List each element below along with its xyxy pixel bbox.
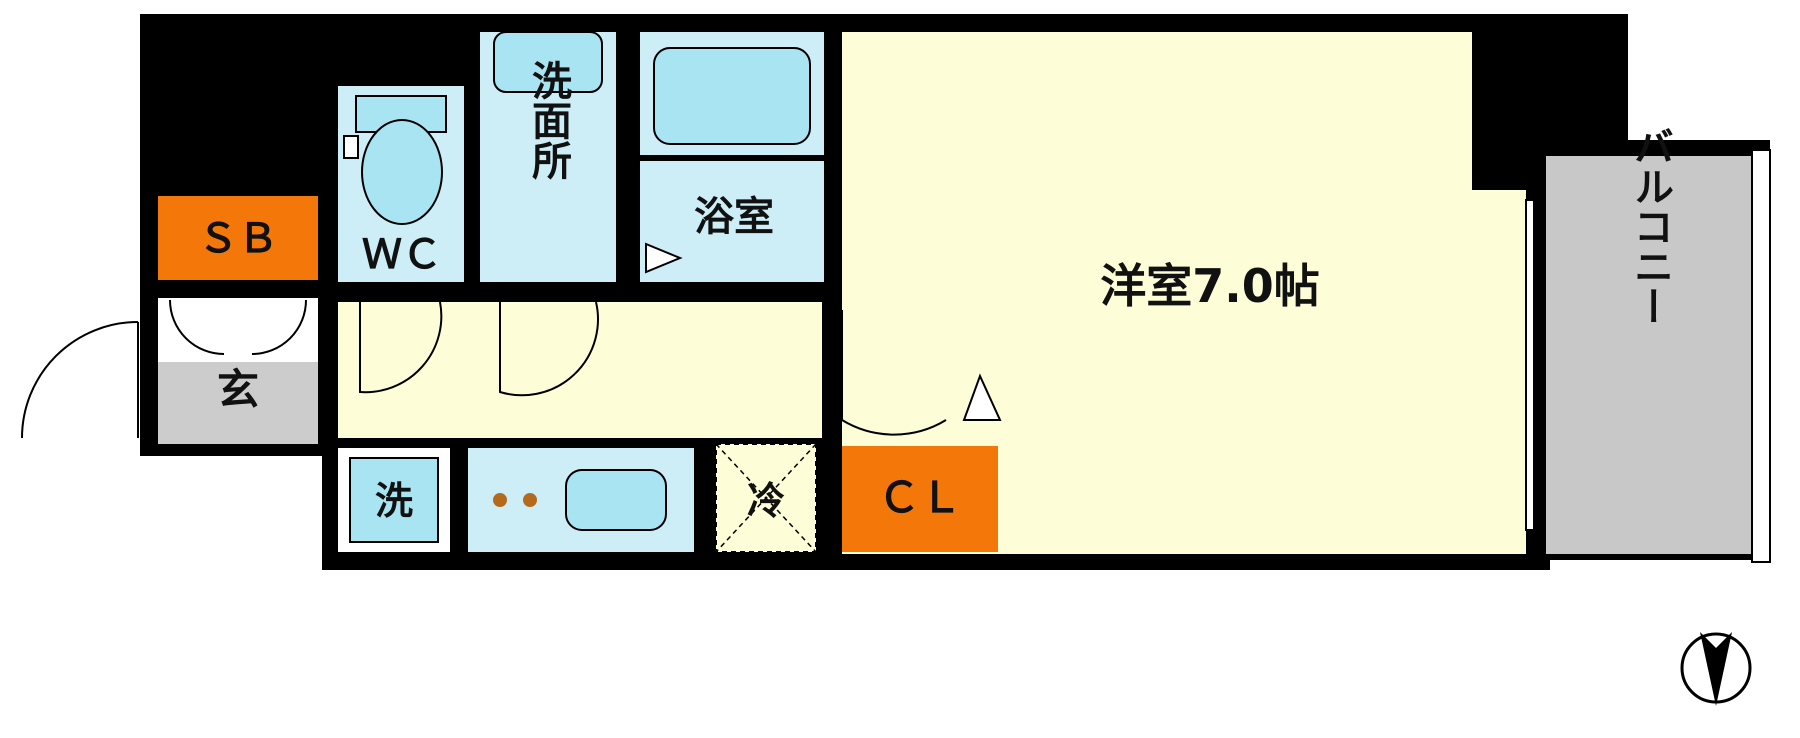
- western-room-label: 洋室7.0帖: [1100, 259, 1320, 313]
- washroom-label: 洗面所: [525, 60, 572, 181]
- hallway-floor: [338, 302, 822, 438]
- stove-burner-icon: [493, 493, 537, 507]
- balcony-area: [1546, 156, 1758, 554]
- sink-icon: [565, 469, 667, 531]
- closet-box: [842, 446, 998, 552]
- fridge-label: 冷: [747, 479, 785, 523]
- shoebox-doors: [169, 299, 307, 355]
- bathtub-icon: [653, 47, 811, 145]
- toilet-icon: [343, 95, 447, 225]
- hallway-doors: [359, 301, 947, 436]
- shoebox-label: ＳＢ: [198, 216, 278, 262]
- western-room-floor-lower: [1014, 190, 1526, 554]
- step-marker: [962, 373, 1002, 421]
- closet-label: ＣＬ: [878, 473, 962, 522]
- washer-label: 洗: [375, 479, 413, 523]
- washbasin-icon: [493, 31, 603, 93]
- compass-icon: [1680, 632, 1752, 706]
- balcony-label: バルコニー: [1627, 126, 1673, 326]
- shoebox-box: [158, 196, 318, 280]
- western-room-floor-notch: [1472, 190, 1526, 554]
- entrance-door: [21, 321, 139, 439]
- bathroom-label: 浴室: [694, 194, 774, 240]
- toilet-label: ＷＣ: [362, 232, 442, 278]
- sliding-door: [1525, 199, 1535, 531]
- entrance-label: 玄: [217, 365, 259, 414]
